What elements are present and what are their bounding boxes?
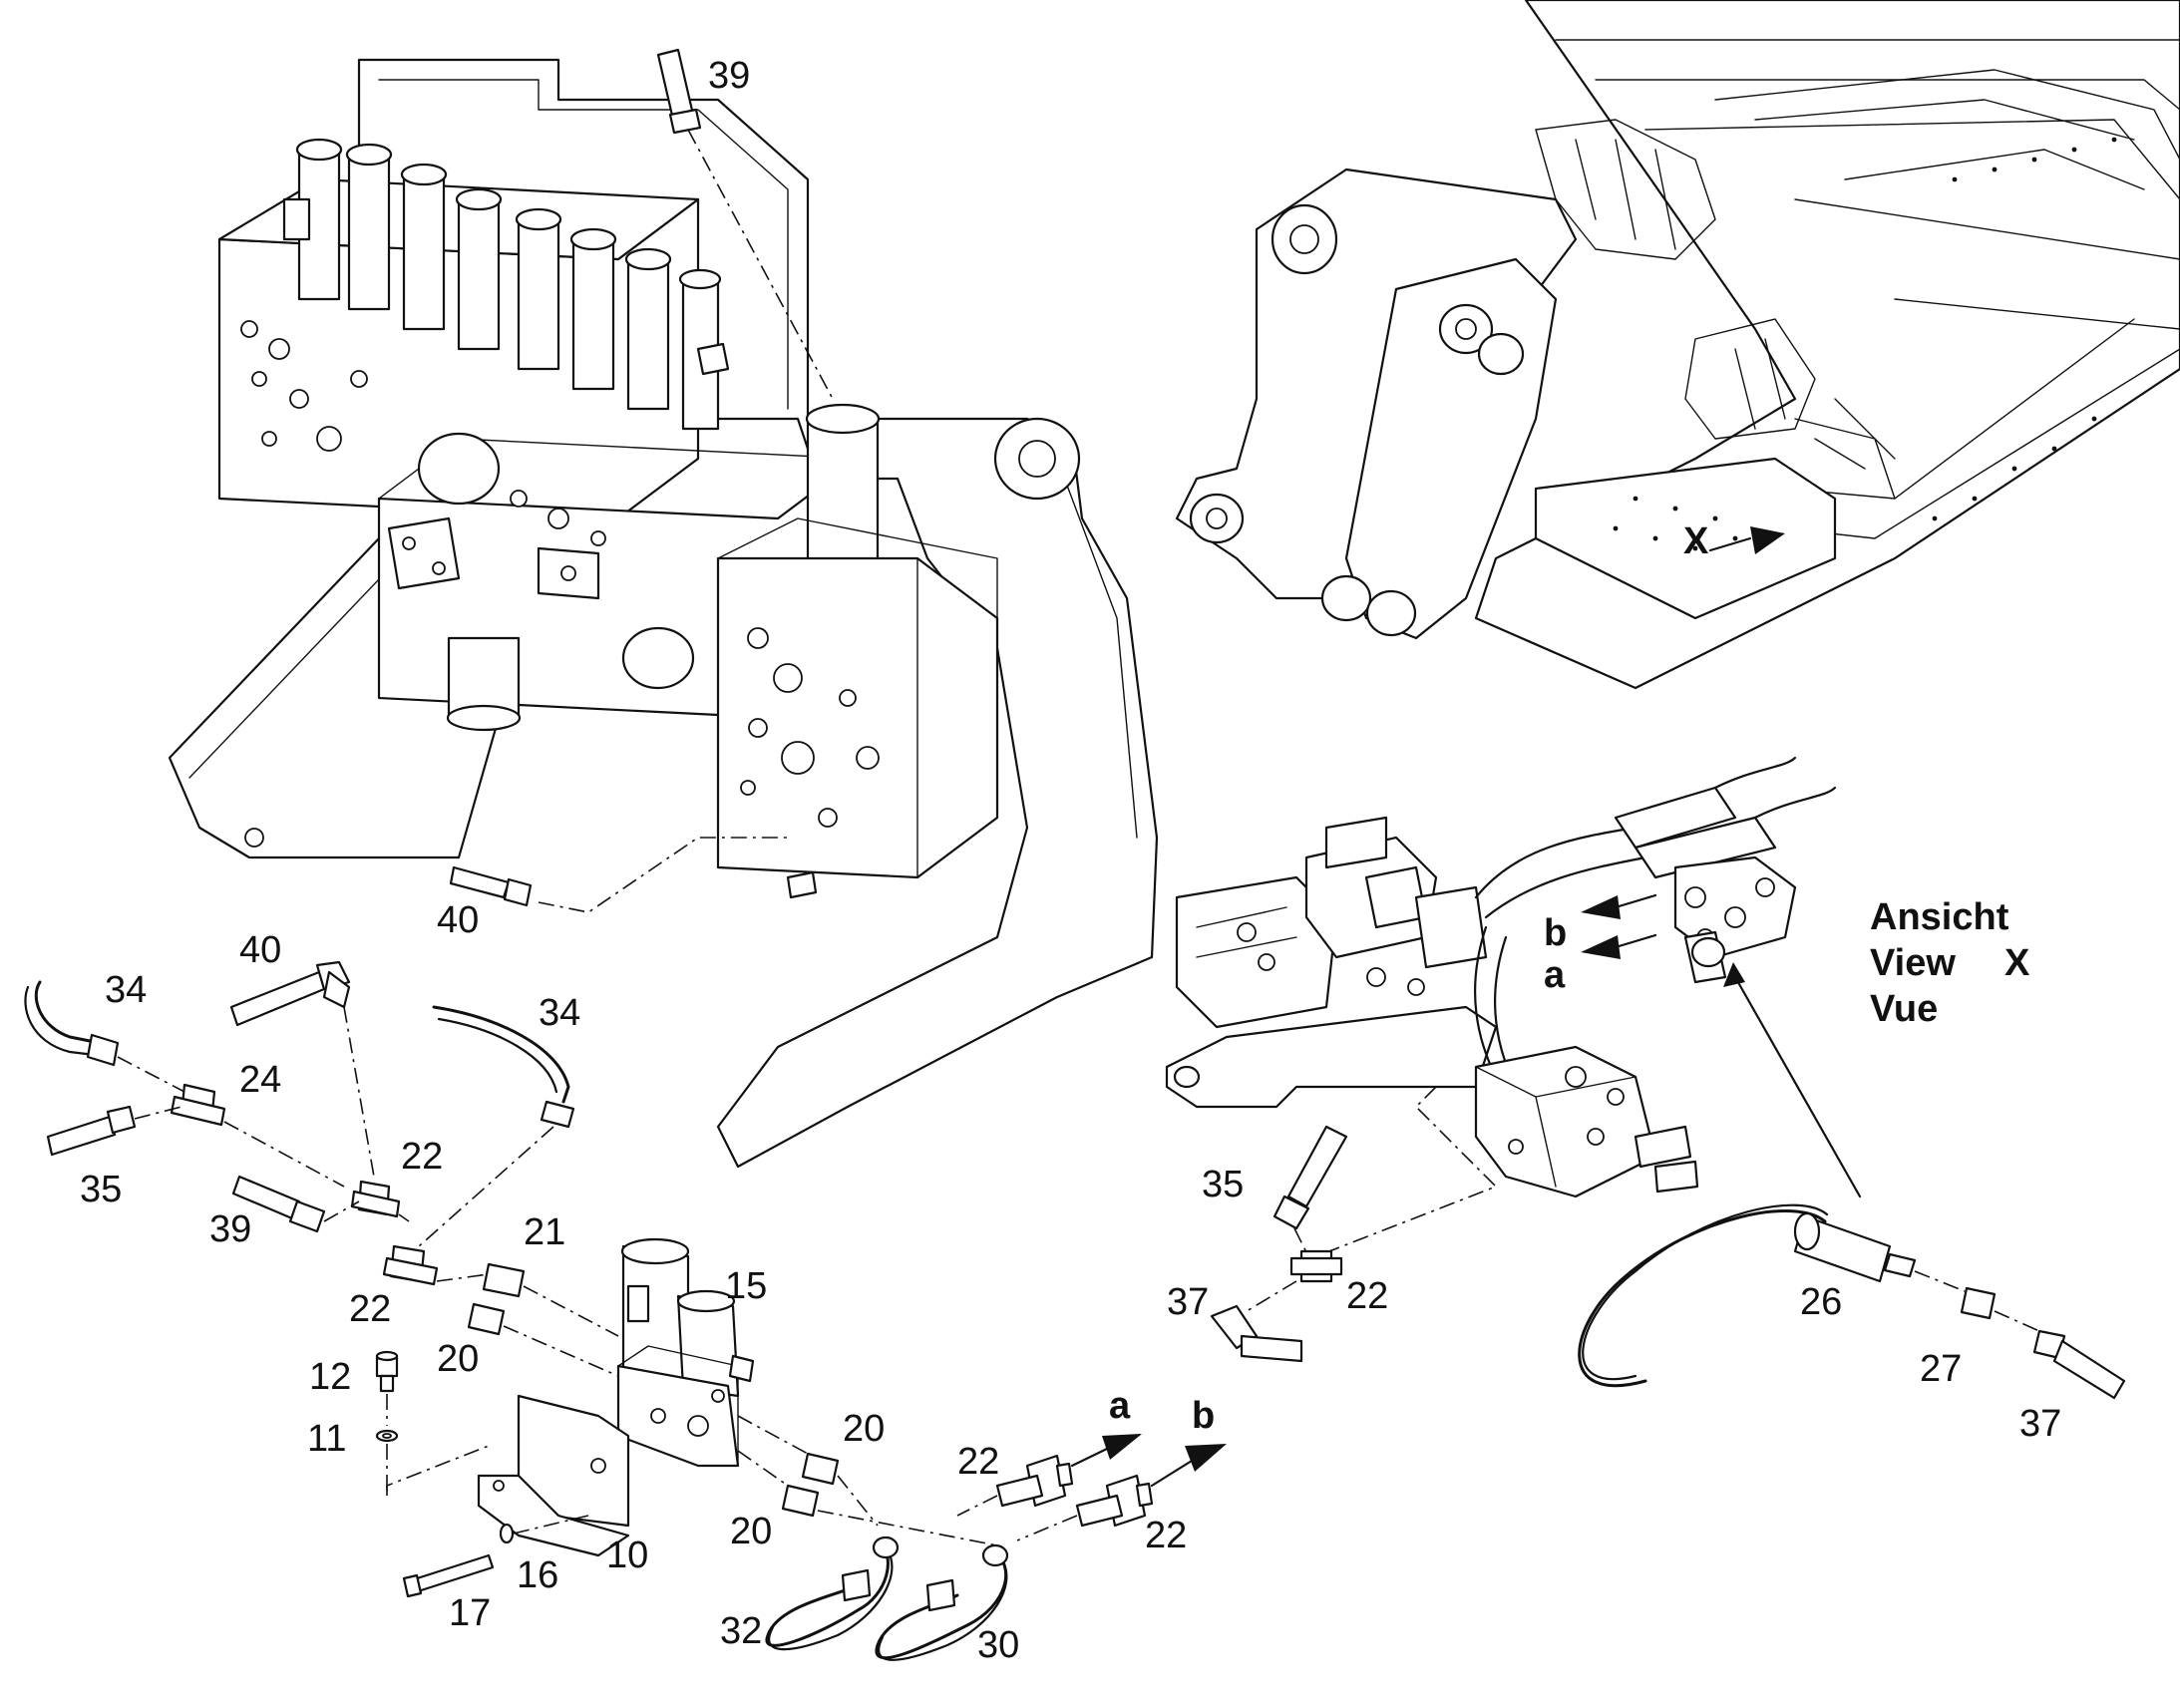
callout-21: 21 [524,1211,565,1253]
callout-39-top: 39 [708,55,750,97]
callout-40-left: 40 [239,929,281,971]
part-21-adapter [482,1262,619,1337]
callout-15: 15 [725,1265,767,1307]
callout-12: 12 [309,1356,351,1398]
part-26-hose [1578,1203,1966,1388]
callout-37-right: 37 [2019,1403,2061,1445]
view-caption-de: Ansicht [1870,896,2009,938]
part-20-adapter-a [467,1302,619,1377]
callout-20-b: 20 [843,1408,885,1450]
part-34-hose-right [418,1005,575,1247]
callout-22-d: 22 [1145,1515,1187,1556]
view-x-pointer [1708,526,1785,554]
part-16-washer [499,1515,589,1544]
arrow-a-bottom: a [1109,1385,1131,1427]
callout-20-c: 20 [730,1511,772,1552]
callout-20-a: 20 [437,1338,479,1380]
callout-22-b: 22 [349,1288,391,1330]
callout-39-left: 39 [209,1208,251,1250]
arrow-a-right: a [1544,954,1566,996]
part-37-elbow-left [1210,1304,1303,1363]
part-22-tee-a [350,1180,410,1222]
callout-30: 30 [977,1624,1019,1666]
part-20-adapter-c [737,1450,998,1546]
part-40-elbow-left [229,960,375,1178]
arrow-b-right: b [1544,912,1567,954]
view-caption-letter: X [2004,942,2030,984]
machine-overview [1175,0,2180,690]
part-10-bracket [386,1394,630,1557]
part-32-hose-loop [765,1536,900,1651]
view-caption-en: View [1870,942,1956,984]
callout-34-left: 34 [105,969,147,1011]
view-x-marker: X [1683,520,1709,562]
view-x-caption: Ansicht View X Vue [1870,896,2030,1030]
part-27-adapter [1960,1286,2040,1332]
part-37-fitting-right [2032,1329,2126,1400]
callout-16: 16 [517,1554,558,1596]
callout-37-left: 37 [1167,1281,1209,1323]
part-34-hose-left [24,980,185,1093]
callout-22-e: 22 [1346,1275,1388,1317]
callout-35-left: 35 [80,1169,122,1210]
callout-26: 26 [1800,1281,1842,1323]
part-12-screw [375,1350,399,1426]
main-valve-block-assembly [168,58,1159,1169]
part-35-fitting-left [46,1105,182,1157]
callout-24: 24 [239,1059,281,1101]
part-39-fitting-top [656,48,834,400]
view-x-detail [1165,756,1862,1257]
part-30-hose-loop [875,1543,1009,1661]
callout-34-right: 34 [539,992,580,1034]
part-40-fitting-mid [449,837,788,913]
callout-17: 17 [449,1592,491,1634]
arrow-b-bottom: b [1192,1395,1215,1437]
block-holes [240,320,880,828]
part-17-screw [402,1553,495,1598]
part-22-tee-c [956,1434,1142,1517]
callout-32: 32 [720,1610,762,1652]
part-24-tee [170,1083,345,1188]
callout-27: 27 [1920,1348,1962,1390]
part-22-tee-b [382,1244,490,1286]
view-caption-fr: Vue [1870,988,1938,1030]
part-22-tee-d [1016,1444,1227,1541]
part-35-elbow-right [1272,1125,1348,1257]
callout-11: 11 [307,1418,346,1460]
callout-35-right: 35 [1202,1164,1244,1205]
callout-22-a: 22 [401,1136,443,1178]
part-22-tee-right [1246,1249,1343,1312]
part-39-fitting-left [231,1175,360,1233]
callout-10: 10 [606,1535,648,1576]
callout-40-mid: 40 [437,899,479,941]
callout-22-c: 22 [957,1441,999,1483]
solenoid-row [295,138,722,431]
part-20-adapter-b [737,1415,879,1527]
